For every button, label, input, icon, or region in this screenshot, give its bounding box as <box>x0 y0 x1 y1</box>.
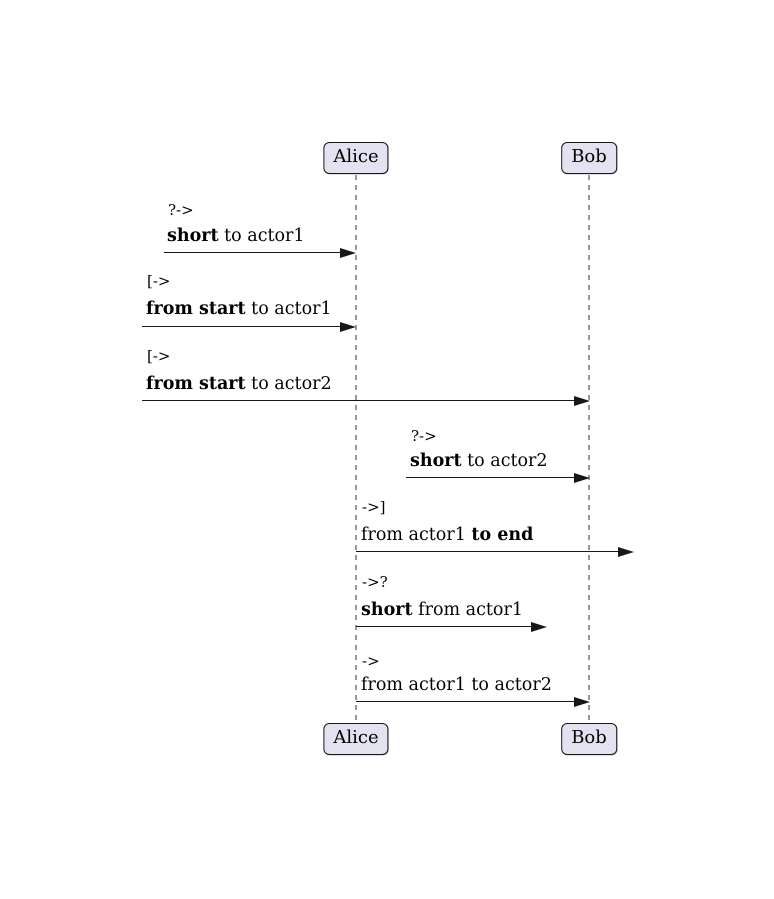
message-1-arrowhead-icon <box>340 247 356 258</box>
message-6-operator: ->? <box>362 573 388 591</box>
message-4-operator: ?-> <box>411 427 437 445</box>
message-3-operator: [-> <box>147 347 171 365</box>
message-4-arrowhead-icon <box>574 472 590 483</box>
lifeline-bob <box>588 175 590 723</box>
message-3-label: from start to actor2 <box>146 374 332 395</box>
message-4-label-rest: to actor2 <box>461 451 548 471</box>
message-2-label: from start to actor1 <box>146 299 332 320</box>
message-5-label-pre: from actor1 <box>361 525 472 545</box>
lifeline-alice <box>355 175 357 723</box>
message-1-arrow <box>164 247 356 258</box>
message-3-label-bold: from start <box>146 374 246 394</box>
message-4-label-bold: short <box>410 451 462 471</box>
message-5-arrowhead-icon <box>618 546 634 557</box>
message-7-arrowhead-icon <box>574 696 590 707</box>
message-6-label: short from actor1 <box>361 600 523 621</box>
message-6-arrow <box>356 621 547 632</box>
message-2-arrow-line <box>142 325 345 328</box>
message-3-arrow <box>142 395 590 406</box>
actor-box-alice-top: Alice <box>323 142 389 174</box>
message-6-arrowhead-icon <box>531 621 547 632</box>
actor-box-bob-top: Bob <box>561 142 617 174</box>
message-2-arrow <box>142 321 356 332</box>
message-7-label: from actor1 to actor2 <box>361 675 552 696</box>
message-1-operator: ?-> <box>168 201 194 219</box>
message-2-operator: [-> <box>147 272 171 290</box>
message-3-label-rest: to actor2 <box>245 374 332 394</box>
message-1-label-rest: to actor1 <box>218 226 305 246</box>
message-5-label: from actor1 to end <box>361 525 533 546</box>
message-2-label-bold: from start <box>146 299 246 319</box>
message-4-arrow <box>406 472 590 483</box>
actor-box-bob-bottom: Bob <box>561 723 617 755</box>
message-5-label-bold: to end <box>471 525 534 545</box>
message-3-arrowhead-icon <box>574 395 590 406</box>
message-6-label-rest: from actor1 <box>412 600 523 620</box>
message-7-label-text: from actor1 to actor2 <box>361 675 552 695</box>
message-2-label-rest: to actor1 <box>245 299 332 319</box>
message-4-arrow-line <box>406 476 579 479</box>
message-1-label: short to actor1 <box>167 226 305 247</box>
message-4-label: short to actor2 <box>410 451 548 472</box>
actor-box-alice-bottom: Alice <box>323 723 389 755</box>
message-3-arrow-line <box>142 399 579 402</box>
message-7-arrow-line <box>356 700 579 703</box>
message-1-label-bold: short <box>167 226 219 246</box>
message-7-operator: -> <box>362 652 380 670</box>
message-7-arrow <box>356 696 590 707</box>
message-6-label-bold: short <box>361 600 413 620</box>
message-5-arrow <box>356 546 634 557</box>
message-5-arrow-line <box>356 550 623 553</box>
message-6-arrow-line <box>356 625 536 628</box>
message-2-arrowhead-icon <box>340 321 356 332</box>
message-5-operator: ->] <box>362 498 386 516</box>
message-1-arrow-line <box>164 251 345 254</box>
